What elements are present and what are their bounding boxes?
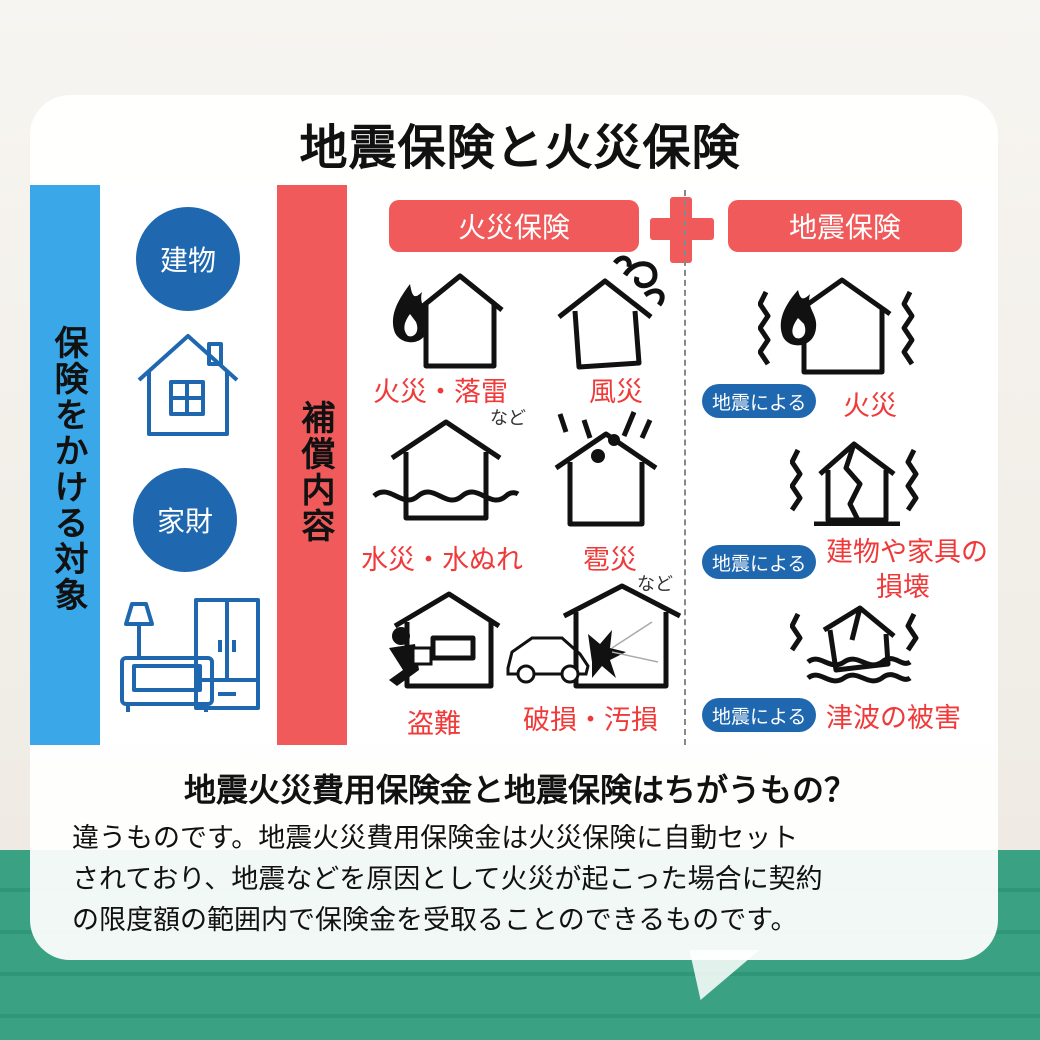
faq-answer-line: 違うものです。地震火災費用保険金は火災保険に自動セット: [72, 823, 799, 854]
hail-label: 雹災: [583, 545, 637, 576]
collapse-house-icon: [790, 441, 919, 526]
fire-lightning-label: 火災・落雷: [373, 377, 508, 408]
fire-house-icon: [392, 273, 504, 369]
fire-lightning-note: など: [490, 408, 526, 429]
wind-label: 風災: [589, 377, 643, 408]
damage-house-icon: [506, 583, 682, 689]
fire-insurance-header: 火災保険: [389, 200, 639, 252]
plus-icon-bar: [650, 218, 714, 240]
flood-label: 水災・水ぬれ: [361, 545, 523, 576]
flood-house-icon: [372, 419, 520, 521]
target-heading: 保険をかける対象: [48, 325, 88, 613]
faq-answer-line: されており、地震などを原因として火災が起こった場合に契約: [72, 864, 823, 895]
tsunami-label: 津波の被害: [826, 703, 961, 734]
faq-answer: 違うものです。地震火災費用保険金は火災保険に自動セット されており、地震などを原…: [72, 818, 972, 941]
quake-badge-collapse: 地震による: [702, 545, 817, 579]
collapse-label-line2: 損壊: [876, 572, 930, 603]
contents-circle: 家財: [133, 468, 237, 572]
collapse-label-line1: 建物や家具の: [826, 537, 988, 568]
coverage-heading: 補償内容: [295, 400, 335, 544]
faq-answer-line: の限度額の範囲内で保険金を受取ることのできるものです。: [72, 905, 798, 936]
earthquake-insurance-header: 地震保険: [728, 200, 962, 252]
quake-badge-tsunami: 地震による: [702, 698, 817, 732]
column-divider: [684, 190, 686, 745]
quake-fire-label: 火災: [843, 391, 897, 422]
furniture-icon: [120, 598, 260, 712]
hail-note: など: [637, 574, 673, 595]
house-icon: [137, 334, 239, 436]
quake-fire-house-icon: [758, 277, 915, 375]
faq-question: 地震火災費用保険金と地震保険はちがうもの？: [183, 771, 856, 809]
page-title: 地震保険と火災保険: [299, 120, 741, 176]
theft-label: 盗難: [407, 709, 461, 740]
wind-house-icon: [557, 255, 665, 370]
building-circle: 建物: [136, 207, 240, 311]
coverage-bar: [277, 185, 347, 745]
background-plant: [0, 480, 23, 780]
theft-house-icon: [389, 591, 501, 689]
tsunami-house-icon: [790, 605, 919, 684]
target-bar: [30, 185, 100, 745]
quake-badge-fire: 地震による: [702, 384, 817, 418]
damage-label: 破損・汚損: [523, 705, 658, 736]
hail-house-icon: [554, 411, 658, 527]
